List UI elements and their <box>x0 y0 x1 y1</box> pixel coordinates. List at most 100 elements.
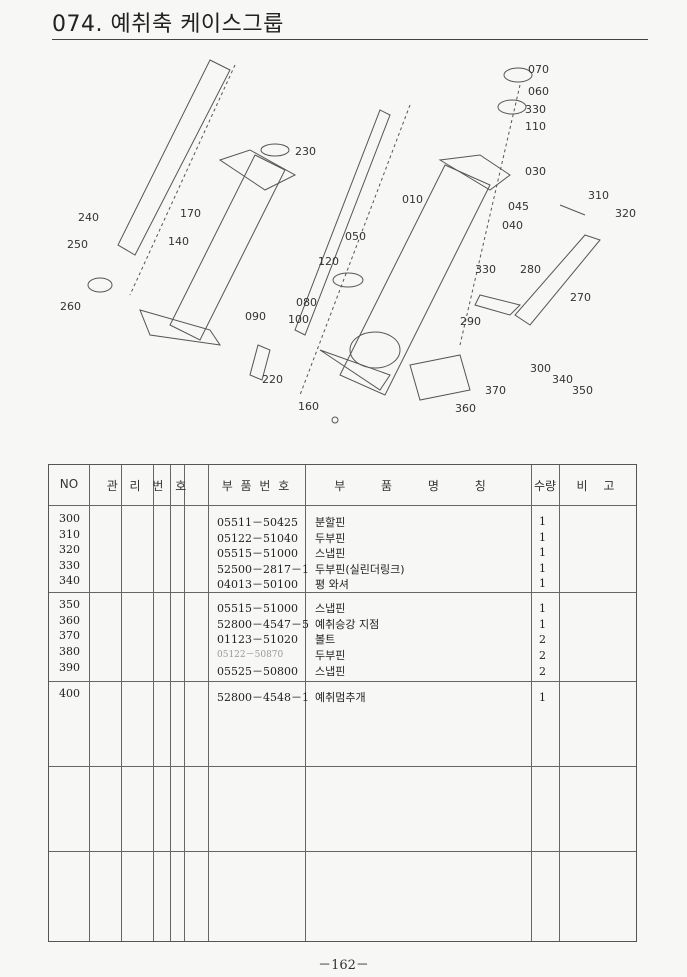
row-qty: 1 <box>539 531 546 544</box>
row-part-no: 01123－51020 <box>217 633 298 646</box>
callout-label: 120 <box>318 255 339 268</box>
row-qty: 1 <box>539 618 546 631</box>
row-no: 330 <box>59 559 80 572</box>
row-part-name: 스냅핀 <box>315 665 346 678</box>
long-shaft-shape <box>117 59 231 256</box>
row-no: 310 <box>59 528 80 541</box>
callout-label: 100 <box>288 313 309 326</box>
callout-label: 360 <box>455 402 476 415</box>
row-part-no: 05511－50425 <box>217 516 298 529</box>
header-qty: 수량 <box>533 479 557 493</box>
row-qty: 2 <box>539 665 546 678</box>
row-qty: 2 <box>539 633 546 646</box>
callout-label: 250 <box>67 238 88 251</box>
header-part-no: 부 품 번 호 <box>221 479 292 493</box>
row-qty: 1 <box>539 691 546 704</box>
row-no: 360 <box>59 614 80 627</box>
header-no: NO <box>59 477 79 491</box>
row-no: 400 <box>59 687 80 700</box>
row-no: 350 <box>59 598 80 611</box>
callout-label: 340 <box>552 373 573 386</box>
header-note: 비 고 <box>576 479 621 493</box>
row-divider <box>49 505 636 506</box>
row-part-name: 예취멈추개 <box>315 691 366 704</box>
row-qty: 2 <box>539 649 546 662</box>
row-part-no: 05515－51000 <box>217 602 298 615</box>
row-divider <box>49 592 636 593</box>
flange-top-shape <box>218 149 297 191</box>
row-part-no: 05122－50870 <box>217 650 284 660</box>
col-divider <box>208 465 209 941</box>
callout-label: 300 <box>530 362 551 375</box>
row-part-name: 평 와셔 <box>315 578 349 591</box>
exploded-parts-diagram: 070 060 330 110 230 030 010 045 040 310 … <box>40 45 660 455</box>
callout-labels: 070 060 330 110 230 030 010 045 040 310 … <box>60 63 636 415</box>
gear-070-shape <box>503 67 533 83</box>
callout-label: 290 <box>460 315 481 328</box>
row-divider <box>49 851 636 852</box>
col-divider <box>531 465 532 941</box>
col-divider <box>89 465 90 941</box>
callout-label: 270 <box>570 291 591 304</box>
main-case-ring-shape <box>349 331 401 369</box>
row-part-no: 05525－50800 <box>217 665 298 678</box>
main-case-top-shape <box>438 154 511 191</box>
callout-label: 030 <box>525 165 546 178</box>
col-divider <box>305 465 306 941</box>
callout-label: 370 <box>485 384 506 397</box>
row-qty: 1 <box>539 562 546 575</box>
callout-label: 170 <box>180 207 201 220</box>
bracket-360-shape <box>409 354 471 401</box>
row-qty: 1 <box>539 546 546 559</box>
row-part-name: 두부핀 <box>315 649 346 662</box>
row-divider <box>49 681 636 682</box>
row-part-no: 52800－4547－5 <box>217 618 309 631</box>
col-divider <box>184 465 185 941</box>
bearing-260-shape <box>87 277 113 293</box>
callout-label: 350 <box>572 384 593 397</box>
callout-label: 010 <box>402 193 423 206</box>
row-part-name: 스냅핀 <box>315 547 346 560</box>
gear-120-shape <box>332 272 364 288</box>
row-no: 340 <box>59 574 80 587</box>
row-part-name: 예취승강 지점 <box>315 618 380 631</box>
callout-label: 280 <box>520 263 541 276</box>
callout-label: 060 <box>528 85 549 98</box>
ring-230-shape <box>260 143 290 157</box>
callout-label: 045 <box>508 200 529 213</box>
row-part-no: 05515－51000 <box>217 547 298 560</box>
callout-label: 230 <box>295 145 316 158</box>
tube-shape <box>169 154 286 341</box>
col-divider <box>170 465 171 941</box>
callout-label: 050 <box>345 230 366 243</box>
row-part-name: 볼트 <box>315 633 336 646</box>
header-part-name: 부 품 명 칭 <box>334 479 502 493</box>
callout-label: 140 <box>168 235 189 248</box>
callout-label: 310 <box>588 189 609 202</box>
callout-label: 110 <box>525 120 546 133</box>
callout-label: 330 <box>475 263 496 276</box>
diagram-svg: 070 060 330 110 230 030 010 045 040 310 … <box>60 59 636 424</box>
row-part-name: 스냅핀 <box>315 602 346 615</box>
callout-label: 070 <box>528 63 549 76</box>
row-qty: 1 <box>539 577 546 590</box>
pin-220-shape <box>249 344 271 381</box>
row-qty: 1 <box>539 602 546 615</box>
row-part-name: 두부핀(실린더링크) <box>315 563 405 576</box>
callout-label: 040 <box>502 219 523 232</box>
page-number: －162－ <box>318 958 369 973</box>
callout-label: 090 <box>245 310 266 323</box>
callout-label: 160 <box>298 400 319 413</box>
callout-label: 330 <box>525 103 546 116</box>
callout-label: 220 <box>262 373 283 386</box>
row-part-no: 05122－51040 <box>217 532 298 545</box>
gear-060-shape <box>497 99 527 115</box>
row-no: 300 <box>59 512 80 525</box>
callout-label: 240 <box>78 211 99 224</box>
callout-label: 260 <box>60 300 81 313</box>
callout-label: 320 <box>615 207 636 220</box>
row-no: 370 <box>59 629 80 642</box>
row-part-no: 52800－4548－1 <box>217 691 309 704</box>
page-title: 074. 예취축 케이스그룹 <box>52 12 284 37</box>
row-part-no: 04013－50100 <box>217 578 298 591</box>
